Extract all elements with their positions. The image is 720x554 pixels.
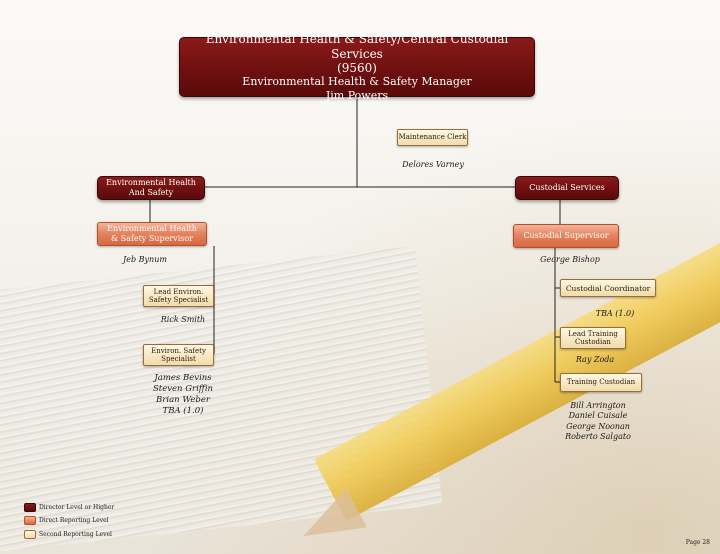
legend-swatch-director — [24, 503, 36, 512]
custodial-supervisor-person: George Bishop — [540, 255, 600, 264]
custodial-supervisor-box: Custodial Supervisor — [513, 224, 619, 248]
lead-training-custodian-person: Ray Zoda — [575, 355, 615, 364]
ehs-specialists-list: James Bevins Steven Griffin Brian Weber … — [143, 373, 223, 417]
training-custodians-list: Bill Arrington Daniel Cuisale George Noo… — [558, 401, 638, 443]
legend-label-director: Director Level or Higher — [39, 504, 115, 511]
ehs-specialist-name: TBA (1.0) — [162, 406, 204, 417]
maintenance-clerk-label: Maintenance Clerk — [398, 133, 467, 142]
top-position: Environmental Health & Safety Manager — [242, 75, 472, 89]
maintenance-clerk-box: Maintenance Clerk — [397, 129, 468, 146]
ehs-supervisor-label: Environmental Health & Safety Supervisor — [107, 224, 197, 243]
ehs-dept-box: Environmental Health And Safety — [97, 176, 205, 200]
legend-label-direct: Direct Reporting Level — [39, 517, 109, 524]
legend-direct: Direct Reporting Level — [24, 516, 109, 525]
lead-training-custodian-label: Lead Training Custodian — [568, 329, 618, 346]
custodial-dept-box: Custodial Services — [515, 176, 619, 200]
ehs-lead-label: Lead Environ. Safety Specialist — [148, 287, 209, 304]
ehs-supervisor-box: Environmental Health & Safety Supervisor — [97, 222, 207, 246]
legend-swatch-second — [24, 530, 36, 539]
custodial-coordinator-box: Custodial Coordinator — [560, 279, 656, 297]
top-code: (9560) — [337, 61, 377, 76]
page-number: Page 28 — [685, 539, 710, 546]
legend-swatch-direct — [24, 516, 36, 525]
training-custodian-name: Roberto Salgato — [565, 432, 631, 442]
top-title: Environmental Health & Safety/Central Cu… — [205, 32, 509, 61]
ehs-specialist-box: Environ. Safety Specialist — [143, 344, 214, 366]
top-person: Jim Powers — [325, 88, 389, 102]
ehs-specialist-name: Steven Griffin — [152, 384, 214, 395]
legend-director: Director Level or Higher — [24, 503, 114, 512]
training-custodian-name: Bill Arrington — [570, 401, 626, 410]
top-director-box: Environmental Health & Safety/Central Cu… — [179, 32, 535, 102]
ehs-specialist-name: James Bevins — [154, 373, 212, 383]
training-custodian-box: Training Custodian — [560, 373, 642, 392]
ehs-supervisor-person: Jeb Bynum — [123, 255, 167, 264]
maintenance-clerk-person: Delores Varney — [402, 160, 464, 169]
ehs-lead-box: Lead Environ. Safety Specialist — [143, 285, 214, 307]
lead-training-custodian-box: Lead Training Custodian — [560, 327, 626, 349]
legend-label-second: Second Reporting Level — [39, 531, 112, 538]
custodial-coordinator-label: Custodial Coordinator — [565, 283, 651, 293]
training-custodian-name: Daniel Cuisale — [568, 411, 628, 421]
ehs-specialist-label: Environ. Safety Specialist — [151, 346, 206, 363]
training-custodian-label: Training Custodian — [566, 378, 636, 387]
legend-second: Second Reporting Level — [24, 530, 112, 539]
custodial-dept-label: Custodial Services — [529, 183, 605, 193]
ehs-dept-label: Environmental Health And Safety — [106, 178, 196, 197]
training-custodian-name: George Noonan — [566, 421, 630, 431]
ehs-lead-person: Rick Smith — [160, 315, 206, 324]
custodial-coordinator-person: TBA (1.0) — [595, 309, 635, 318]
custodial-supervisor-label: Custodial Supervisor — [523, 231, 609, 241]
ehs-specialist-name: Brian Weber — [156, 395, 210, 406]
